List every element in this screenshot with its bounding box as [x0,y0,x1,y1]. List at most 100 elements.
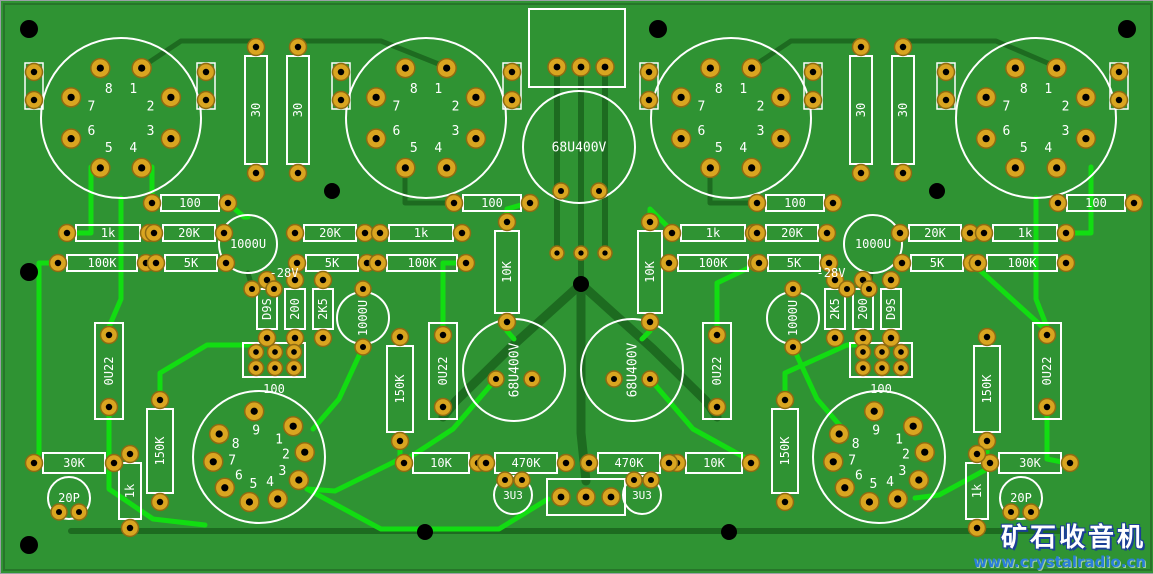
cluster-pad [285,359,303,377]
pad [893,163,913,183]
resistor-outline [94,322,124,420]
mounting-hole [649,20,667,38]
noval-socket-outline [812,390,946,524]
pad [556,453,576,473]
cluster-pad [892,359,910,377]
pad [641,370,659,388]
pin-number: 1 [739,82,747,97]
tube-pin-pad [1005,157,1026,179]
capacitor-label: 1000U [786,300,800,336]
octal-socket-outline [955,37,1117,199]
pad [823,193,843,213]
mounting-hole [1118,20,1136,38]
pad [625,471,643,489]
pin-number: 5 [1020,141,1028,156]
resistor-label: 10K [703,456,725,470]
resistor-label: 200 [856,298,870,320]
pad [893,37,913,57]
pad [605,370,623,388]
resistor-label: 2K5 [828,298,842,320]
tube-pin-pad [975,87,997,108]
trace-highlighted [304,436,403,494]
tube-pin-pad [243,401,265,422]
pad [1056,253,1076,273]
resistor-label: 100 [1085,196,1107,210]
pad [892,253,912,273]
pad [246,37,266,57]
pad [433,397,453,417]
pad [513,471,531,489]
copper-traces-dark [68,38,1064,534]
resistor-label: 100K [699,256,729,270]
pin-number: 7 [228,453,236,468]
jumper-pad [936,62,956,82]
jumper-pad [196,90,216,110]
pad [819,253,839,273]
tube-pin-pad [770,128,792,149]
pad [552,182,570,200]
pad [120,518,140,538]
tube-pin-pad [670,128,692,149]
tube-pin-pad [131,157,152,179]
mounting-hole [20,263,38,281]
tube-pin-pad [700,57,721,79]
resistor-label: 10K [430,456,452,470]
pad [977,431,997,451]
pad [99,325,119,345]
jumper-pad [331,90,351,110]
resistor-label: 1k [123,483,137,498]
tube-pin-pad [436,57,457,79]
resistor-label: 20K [178,226,200,240]
pad [287,253,307,273]
resistor-label: 1k [1018,226,1033,240]
pin-number: 6 [235,469,243,484]
connector-outline [546,478,626,516]
tube-pin-pad [908,469,930,491]
pad [285,270,305,290]
tube-pin-pad [741,157,762,179]
pad [120,444,140,464]
octal-socket-outline [40,37,202,199]
voltage-label: -28V [270,266,299,280]
pin-number: 8 [852,437,860,452]
tube-pin-pad [741,57,762,79]
pin-number: 4 [434,141,442,156]
pad [659,453,679,473]
pad [747,223,767,243]
cluster-pad [266,359,284,377]
pad [707,397,727,417]
tube-pin-pad [1075,128,1097,149]
tube-pin-pad [90,57,111,79]
resistor-label: D9S [260,298,274,320]
resistor-label: 0U22 [102,357,116,386]
mounting-hole [324,183,340,199]
resistor-label: 30K [1019,456,1041,470]
pad [354,338,372,356]
trace [576,279,722,422]
pad [890,223,910,243]
pad [977,327,997,347]
jumper-pad [803,62,823,82]
cluster-label: 100 [263,382,285,396]
tube-pin-pad [395,157,416,179]
octal-socket-outline [650,37,812,199]
tube-pin-pad [365,128,387,149]
pad [817,223,837,243]
resistor-label: 150K [778,436,792,466]
pin-number: 2 [757,99,765,114]
pin-number: 8 [1020,82,1028,97]
resistor-label: 1k [706,226,721,240]
resistor-label: 5K [787,256,802,270]
tube-pin-pad [914,441,935,463]
tube-pin-pad [214,477,236,499]
pad [368,253,388,273]
pin-number: 7 [393,99,401,114]
resistor-label: 20K [319,226,341,240]
resistor-label: 470K [512,456,542,470]
pin-number: 3 [898,464,906,479]
capacitor-outline [47,476,91,520]
pad [741,453,761,473]
pin-number: 1 [129,82,137,97]
